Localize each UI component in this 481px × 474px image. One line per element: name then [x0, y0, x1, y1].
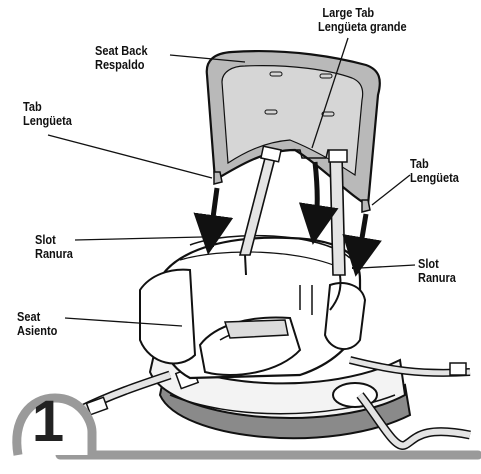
label-seat: Seat Asiento — [17, 310, 57, 338]
step-number: 1 — [18, 392, 78, 452]
tab-right-en: Tab — [410, 157, 459, 171]
large-tab-en: Large Tab — [318, 6, 407, 20]
label-large-tab: Large Tab Lengüeta grande — [318, 6, 407, 34]
slot-right-es: Ranura — [418, 271, 456, 285]
seat-en: Seat — [17, 310, 57, 324]
tab-right-es: Lengüeta — [410, 171, 459, 185]
slot-left-es: Ranura — [35, 247, 73, 261]
seat-back-es: Respaldo — [95, 58, 148, 72]
large-tab-arrow — [315, 162, 317, 230]
tab-left-es: Lengüeta — [23, 114, 72, 128]
label-tab-left: Tab Lengüeta — [23, 100, 72, 128]
seat-es: Asiento — [17, 324, 57, 338]
label-slot-right: Slot Ranura — [418, 257, 456, 285]
right-tab-arrow — [358, 214, 366, 262]
seat-back-en: Seat Back — [95, 44, 148, 58]
label-seat-back: Seat Back Respaldo — [95, 44, 148, 72]
slot-right-en: Slot — [418, 257, 456, 271]
left-tab-arrow — [210, 188, 217, 240]
seat-back-shell — [207, 51, 380, 212]
large-tab-es: Lengüeta grande — [318, 20, 407, 34]
tab-left-en: Tab — [23, 100, 72, 114]
slot-left-en: Slot — [35, 233, 73, 247]
label-slot-left: Slot Ranura — [35, 233, 73, 261]
label-tab-right: Tab Lengüeta — [410, 157, 459, 185]
